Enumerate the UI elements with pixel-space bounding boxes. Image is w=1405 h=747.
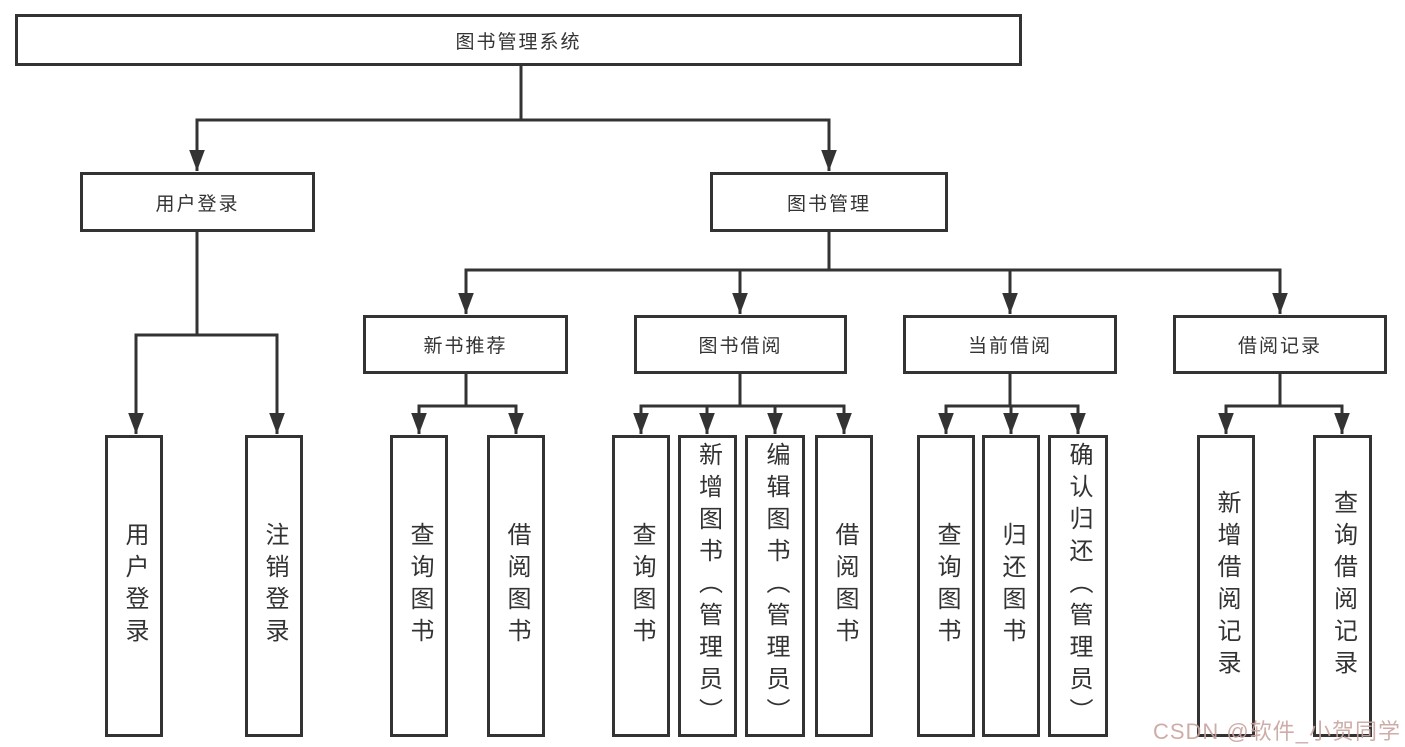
node-label: 查询借阅记录 — [1329, 490, 1357, 682]
node-borrow-records: 借阅记录 — [1173, 315, 1387, 374]
leaf-logout: 注销登录 — [245, 435, 303, 737]
node-label: 编辑图书（管理员） — [762, 442, 789, 730]
leaf-query-books-current: 查询图书 — [917, 435, 975, 737]
node-label: 查询图书 — [628, 522, 655, 650]
node-label: 图书管理系统 — [455, 31, 582, 53]
leaf-add-borrow-record: 新增借阅记录 — [1197, 435, 1255, 737]
node-label: 归还图书 — [998, 522, 1025, 650]
node-user-login: 用户登录 — [80, 172, 315, 232]
node-new-book-recommend: 新书推荐 — [363, 315, 568, 374]
leaf-query-books-recommend: 查询图书 — [390, 435, 448, 737]
node-book-management: 图书管理 — [710, 172, 948, 232]
node-library-management-system: 图书管理系统 — [15, 14, 1022, 66]
leaf-query-borrow-record: 查询借阅记录 — [1313, 435, 1372, 737]
leaf-user-login: 用户登录 — [105, 435, 163, 737]
node-current-borrow: 当前借阅 — [903, 315, 1117, 374]
node-book-borrow: 图书借阅 — [634, 315, 847, 374]
leaf-query-books-borrow: 查询图书 — [612, 435, 670, 737]
node-label: 当前借阅 — [967, 336, 1052, 357]
leaf-return-books: 归还图书 — [982, 435, 1040, 737]
node-label: 确认归还（管理员） — [1065, 442, 1092, 730]
leaf-borrow-books: 借阅图书 — [815, 435, 873, 737]
node-label: 新书推荐 — [423, 336, 508, 357]
node-label: 借阅记录 — [1237, 336, 1322, 357]
node-label: 用户登录 — [155, 193, 240, 215]
node-label: 借阅图书 — [831, 522, 858, 650]
node-label: 新增图书（管理员） — [694, 442, 722, 730]
node-label: 用户登录 — [121, 522, 148, 650]
leaf-add-books-admin: 新增图书（管理员） — [678, 435, 737, 737]
node-label: 新增借阅记录 — [1213, 490, 1240, 682]
node-label: 注销登录 — [261, 522, 288, 650]
node-label: 查询图书 — [406, 522, 433, 650]
csdn-watermark: CSDN @软件_小贺同学 — [1152, 719, 1401, 744]
node-label: 图书管理 — [786, 193, 871, 215]
leaf-borrow-books-recommend: 借阅图书 — [487, 435, 545, 737]
node-label: 图书借阅 — [698, 336, 783, 357]
leaf-edit-books-admin: 编辑图书（管理员） — [745, 435, 805, 737]
leaf-confirm-return-admin: 确认归还（管理员） — [1048, 435, 1108, 737]
node-label: 查询图书 — [933, 522, 960, 650]
node-label: 借阅图书 — [503, 522, 530, 650]
